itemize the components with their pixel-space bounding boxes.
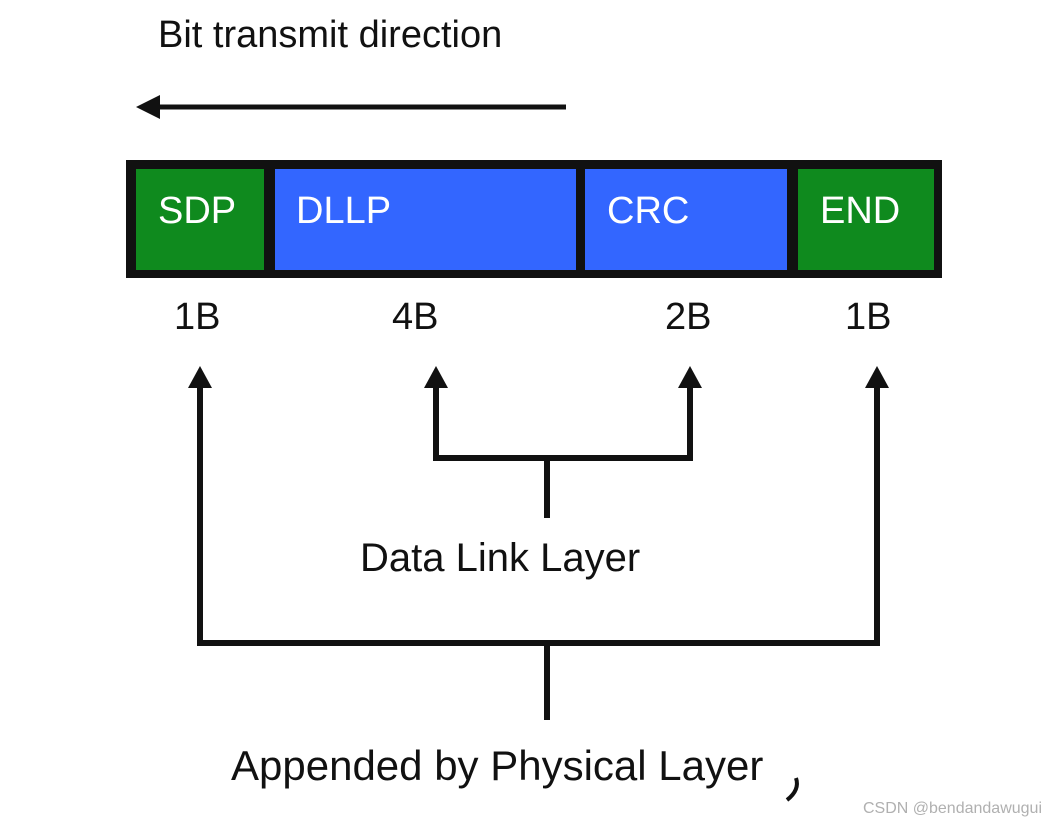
- arrow-head-sdp: [188, 366, 212, 388]
- segment-dllp: [275, 169, 576, 270]
- segment-label-end: END: [820, 190, 901, 232]
- size-label-crc: 2B: [665, 296, 712, 338]
- segment-sdp: [136, 169, 264, 270]
- arrow-head-dllp: [424, 366, 448, 388]
- size-label-dllp: 4B: [392, 296, 439, 338]
- watermark: CSDN @bendandawugui: [862, 800, 1042, 817]
- segment-label-crc: CRC: [607, 190, 690, 232]
- transmit-direction-title: Bit transmit direction: [158, 14, 503, 56]
- size-label-end: 1B: [845, 296, 892, 338]
- stray-mark: [785, 777, 799, 802]
- segment-label-dllp: DLLP: [296, 190, 392, 232]
- physical-layer-bracket: [197, 382, 880, 720]
- physical-layer-label: Appended by Physical Layer: [231, 742, 764, 789]
- arrow-head-crc: [678, 366, 702, 388]
- size-label-sdp: 1B: [174, 296, 221, 338]
- segment-crc: [585, 169, 787, 270]
- direction-arrow-head: [136, 95, 160, 119]
- data-link-bracket: [433, 382, 693, 518]
- segment-end: [798, 169, 934, 270]
- data-link-layer-label: Data Link Layer: [360, 536, 641, 580]
- arrow-head-end: [865, 366, 889, 388]
- segment-label-sdp: SDP: [158, 190, 237, 232]
